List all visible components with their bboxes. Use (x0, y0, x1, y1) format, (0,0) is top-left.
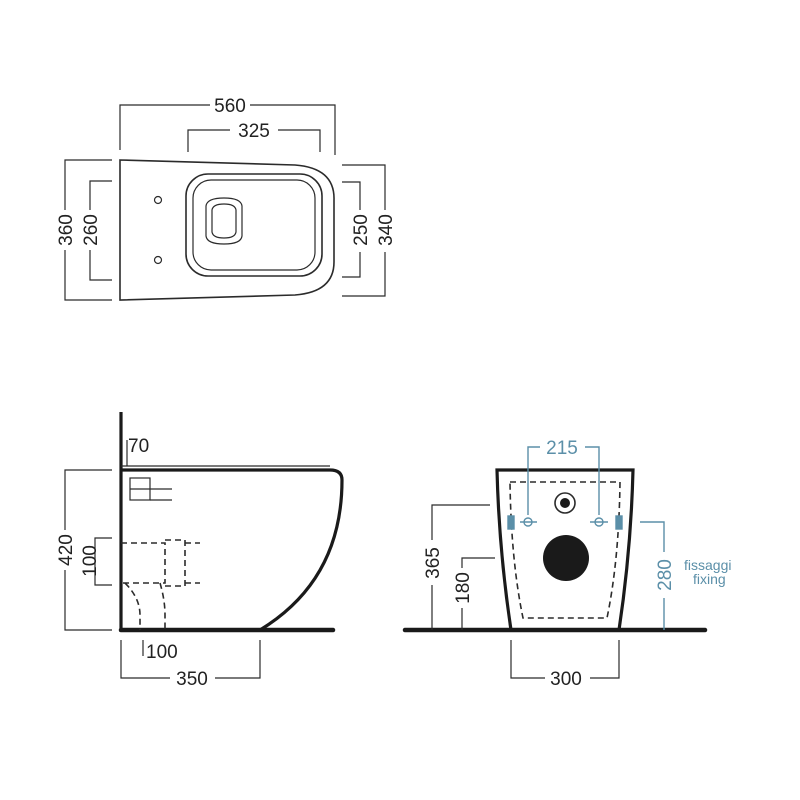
dim-line-360 (64, 159, 112, 301)
top-view-bowl-outer (185, 173, 323, 277)
fixing-label-english: fixing (693, 571, 726, 587)
dim-line-260 (89, 180, 112, 281)
dim-label-100-horizontal: 100 (146, 642, 178, 663)
front-view-outlet (543, 535, 589, 581)
dim-line-340 (342, 164, 386, 297)
side-view-outlet (121, 542, 166, 584)
side-view: 70 420 100 100 350 (56, 412, 344, 690)
dim-line-365 (431, 504, 490, 630)
side-view-body (121, 468, 344, 632)
dim-label-100-vertical: 100 (80, 545, 101, 577)
fixing-label-italian: fissaggi (684, 557, 731, 573)
top-view-fixing-hole-bottom (153, 255, 163, 265)
dim-line-350 (120, 640, 261, 679)
side-view-trap (124, 582, 166, 630)
dim-line-280 (640, 521, 665, 630)
dim-label-280: 280 (655, 559, 676, 591)
dim-label-70: 70 (128, 436, 149, 457)
dim-line-560 (119, 104, 336, 155)
top-view-drain (205, 197, 243, 245)
top-view: 560 325 360 260 250 340 (56, 96, 397, 301)
dim-line-300 (510, 640, 620, 679)
top-view-drain-inner (211, 203, 237, 239)
front-view-inlet-outer (554, 492, 576, 514)
dim-label-560: 560 (214, 96, 246, 117)
dim-line-420 (64, 469, 112, 631)
top-view-outline (119, 159, 335, 301)
side-view-outlet-flange (165, 539, 200, 587)
dim-label-360: 360 (56, 214, 77, 246)
dim-label-260: 260 (81, 214, 102, 246)
dim-label-350: 350 (176, 669, 208, 690)
dim-label-300: 300 (550, 669, 582, 690)
front-view: 215 365 180 280 fissaggi fixing 300 (402, 438, 731, 690)
dim-label-180: 180 (453, 572, 474, 604)
front-view-inlet-inner (560, 498, 570, 508)
top-view-bowl-inner (192, 179, 316, 271)
dim-label-250: 250 (351, 214, 372, 246)
dim-line-215 (527, 446, 600, 515)
front-view-body (495, 468, 635, 632)
dim-label-215: 215 (546, 438, 578, 459)
front-view-fixing-left (507, 515, 537, 530)
dim-label-340: 340 (376, 214, 397, 246)
dim-label-420: 420 (56, 534, 77, 566)
dim-line-180 (461, 557, 495, 630)
top-view-fixing-hole-top (153, 195, 163, 205)
dim-line-250 (342, 181, 361, 278)
front-view-fixing-right (590, 515, 623, 530)
dim-line-100-vertical (94, 537, 112, 586)
dim-label-325: 325 (238, 121, 270, 142)
dim-label-365: 365 (423, 547, 444, 579)
dim-line-325 (187, 129, 321, 152)
